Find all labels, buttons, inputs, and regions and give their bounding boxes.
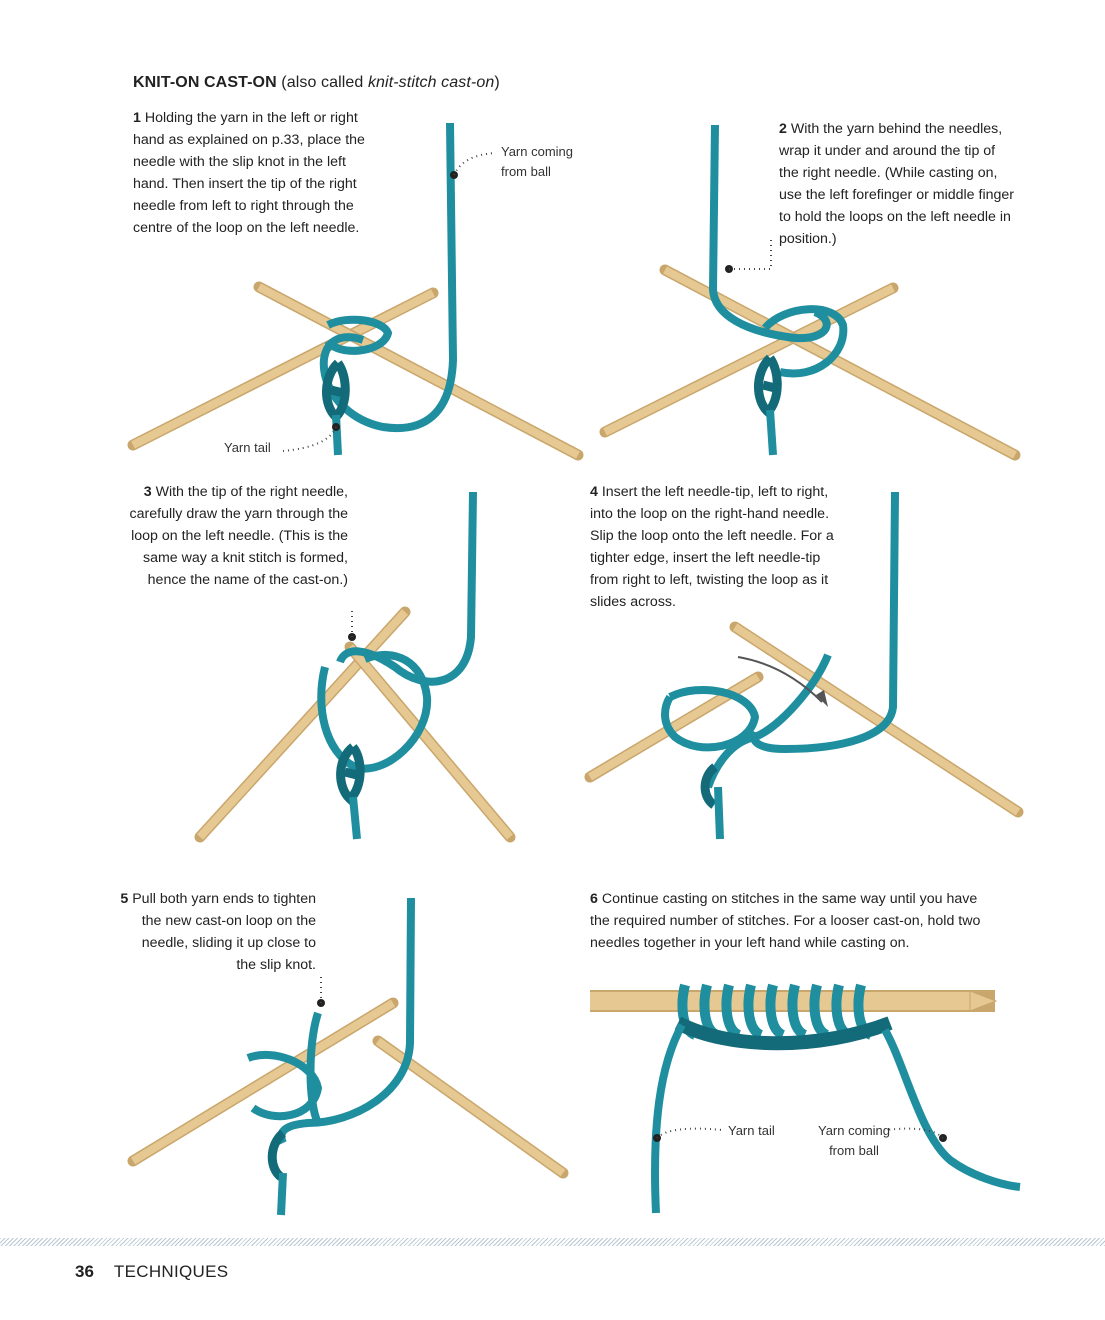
step-2-illustration xyxy=(599,124,1021,461)
label-yarn-from-ball: Yarn coming from ball xyxy=(501,144,574,179)
step-2-text: 2 With the yarn behind the needles, wrap… xyxy=(779,121,1015,247)
yarn-strand xyxy=(708,124,831,343)
needle xyxy=(127,287,439,451)
needle xyxy=(253,281,584,461)
pointer-line xyxy=(729,238,772,270)
cast-on-stitches xyxy=(674,983,893,1051)
yarn-strand xyxy=(766,409,777,456)
step-4-illustration xyxy=(584,491,1024,840)
yarn-strand xyxy=(277,1172,287,1216)
heading-subtitle-open: (also called xyxy=(281,74,368,91)
pointer-line xyxy=(453,152,496,176)
yarn-loop xyxy=(704,653,832,789)
yarn-loop xyxy=(324,315,393,355)
step-5-illustration xyxy=(127,897,569,1216)
step-3-illustration xyxy=(194,491,516,843)
step-1-text: 1 Holding the yarn in the left or right … xyxy=(133,110,365,236)
label-yarn-from-ball: Yarn coming from ball xyxy=(817,1123,890,1158)
arrow-indicator xyxy=(737,656,823,703)
pointer-line xyxy=(656,1127,723,1139)
yarn-strand xyxy=(349,796,361,840)
footer-rule xyxy=(0,1238,1105,1246)
step-5-text: 5 Pull both yarn ends to tighten the new… xyxy=(120,891,316,973)
label-yarn-tail: Yarn tail xyxy=(224,440,271,455)
slip-knot xyxy=(336,743,365,806)
step-6-illustration xyxy=(590,983,1021,1214)
needle xyxy=(344,641,516,843)
yarn-strand xyxy=(714,786,724,840)
slip-knot xyxy=(267,1129,287,1181)
heading-subtitle-italic: knit-stitch cast-on xyxy=(367,74,495,91)
yarn-loop xyxy=(761,305,848,378)
needle xyxy=(127,997,399,1167)
yarn-loop xyxy=(661,686,760,752)
step-6-text: 6 Continue casting on stitches in the sa… xyxy=(590,891,981,951)
yarn-ball-strand xyxy=(881,1028,1021,1191)
yarn-strand xyxy=(749,491,899,754)
label-yarn-tail: Yarn tail xyxy=(728,1123,775,1138)
needle xyxy=(659,264,1021,461)
page-footer: 36 TECHNIQUES xyxy=(75,1262,228,1282)
step-1-illustration xyxy=(127,122,584,461)
slip-knot xyxy=(700,763,719,809)
heading-subtitle-close: ) xyxy=(494,74,500,91)
slip-knot xyxy=(322,359,350,424)
needle xyxy=(599,282,899,438)
needle xyxy=(729,621,1024,818)
arrow-head-icon xyxy=(816,690,828,707)
yarn-loop xyxy=(246,1050,323,1121)
yarn-strand xyxy=(277,897,415,1145)
slip-knot xyxy=(754,354,782,419)
heading-title: KNIT-ON CAST-ON xyxy=(133,74,277,91)
needle xyxy=(194,606,411,843)
step-3-text: 3 With the tip of the right needle, care… xyxy=(129,484,348,588)
pointer-line xyxy=(282,426,337,452)
yarn-strand xyxy=(332,414,342,456)
section-name: TECHNIQUES xyxy=(113,1262,229,1281)
yarn-loop xyxy=(317,650,432,773)
yarn-strand xyxy=(336,491,477,686)
page-number: 36 xyxy=(75,1262,94,1281)
step-4-text: 4 Insert the left needle-tip, left to ri… xyxy=(590,484,834,610)
yarn-tail-strand xyxy=(651,1023,686,1214)
section-heading: KNIT-ON CAST-ON (also called knit-stitch… xyxy=(133,74,500,92)
